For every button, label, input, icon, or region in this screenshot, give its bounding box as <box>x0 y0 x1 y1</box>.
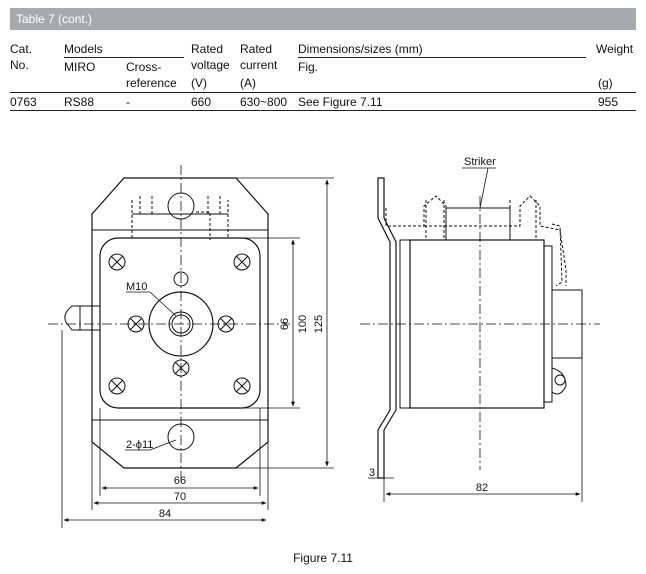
holes-label: 2-ϕ11 <box>126 439 153 451</box>
dim-125: 125 <box>313 315 325 333</box>
cell-figure: See Figure 7.11 <box>298 95 383 109</box>
dim-82: 82 <box>476 482 488 494</box>
header-current-1: Rated <box>240 42 273 56</box>
dim-84: 84 <box>159 508 171 520</box>
dim-66-vertical: 66 <box>279 318 291 330</box>
figure-caption: Figure 7.11 <box>293 551 353 565</box>
striker-label: Striker <box>464 156 496 168</box>
table-title: Table 7 (cont.) <box>10 8 636 30</box>
header-weight-unit: (g) <box>598 76 613 90</box>
dims-rule <box>298 57 586 58</box>
m10-label: M10 <box>126 281 147 293</box>
row-rule <box>10 110 636 111</box>
header-current-unit: (A) <box>240 76 256 90</box>
header-cat: Cat. <box>10 42 33 56</box>
header-voltage-1: Rated <box>191 42 224 56</box>
header-current-2: current <box>240 58 278 72</box>
models-rule <box>64 57 184 58</box>
header-no: No. <box>10 58 29 72</box>
header-fig: Fig. <box>298 60 319 74</box>
cell-cat-no: 0763 <box>10 95 37 109</box>
header-models: Models <box>64 42 103 56</box>
dim-66-horizontal: 66 <box>174 475 186 487</box>
cell-rated-voltage: 660 <box>191 95 212 109</box>
dim-70: 70 <box>174 491 186 503</box>
header-weight: Weight <box>596 42 634 56</box>
cell-rated-current: 630~800 <box>240 95 288 109</box>
front-view <box>48 165 334 528</box>
side-view <box>360 167 600 502</box>
cell-weight: 955 <box>598 95 619 109</box>
header-reference: reference <box>126 76 177 90</box>
header-voltage-2: voltage <box>191 58 230 72</box>
dim-100: 100 <box>297 315 309 333</box>
cell-cross-reference: - <box>126 95 130 109</box>
header-cross: Cross- <box>126 60 162 74</box>
header-miro: MIRO <box>64 60 96 74</box>
dim-3: 3 <box>369 467 375 479</box>
header-rule <box>10 92 636 93</box>
cell-miro: RS88 <box>64 95 95 109</box>
header-dims: Dimensions/sizes (mm) <box>298 42 423 56</box>
header-voltage-unit: (V) <box>191 76 207 90</box>
